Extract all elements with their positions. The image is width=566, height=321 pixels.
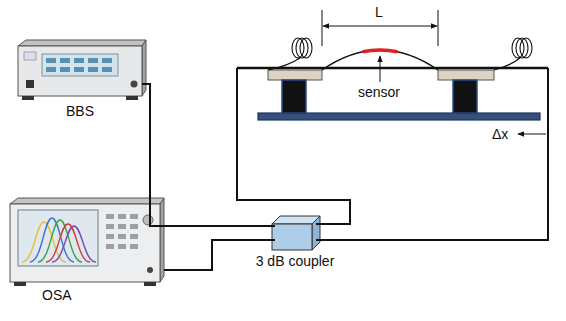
clamp [438, 70, 494, 80]
clamp [268, 70, 322, 80]
coupler: 3 dB coupler [252, 214, 338, 270]
sensor-label: sensor [358, 84, 400, 100]
coupler-body [272, 216, 320, 250]
dimension-tick [322, 10, 323, 46]
sensor-segment [363, 50, 398, 52]
leader-arrow [380, 56, 381, 82]
fiber [268, 58, 300, 70]
fiber-connector [142, 84, 275, 226]
dimension-tick [438, 10, 439, 46]
displacement-label: Δx [492, 126, 508, 142]
fiber-lead [237, 68, 350, 224]
device-label: BBS [66, 103, 94, 119]
dimension-arrow [323, 26, 437, 27]
fiber-coil [292, 38, 312, 58]
spectrum-analyzer: OSA [8, 196, 164, 304]
osa-device [10, 198, 164, 286]
base-plate [258, 113, 540, 120]
bbs-device [18, 40, 146, 100]
fiber [494, 58, 520, 70]
post [282, 80, 306, 113]
post [453, 80, 477, 113]
light-source: BBS [18, 36, 142, 120]
device-label: OSA [42, 287, 72, 303]
fiber-lead [316, 68, 548, 240]
displacement-arrow [518, 134, 546, 135]
dimension-label: L [375, 4, 383, 20]
device-label: 3 dB coupler [256, 253, 335, 269]
fiber-coil [512, 38, 532, 58]
